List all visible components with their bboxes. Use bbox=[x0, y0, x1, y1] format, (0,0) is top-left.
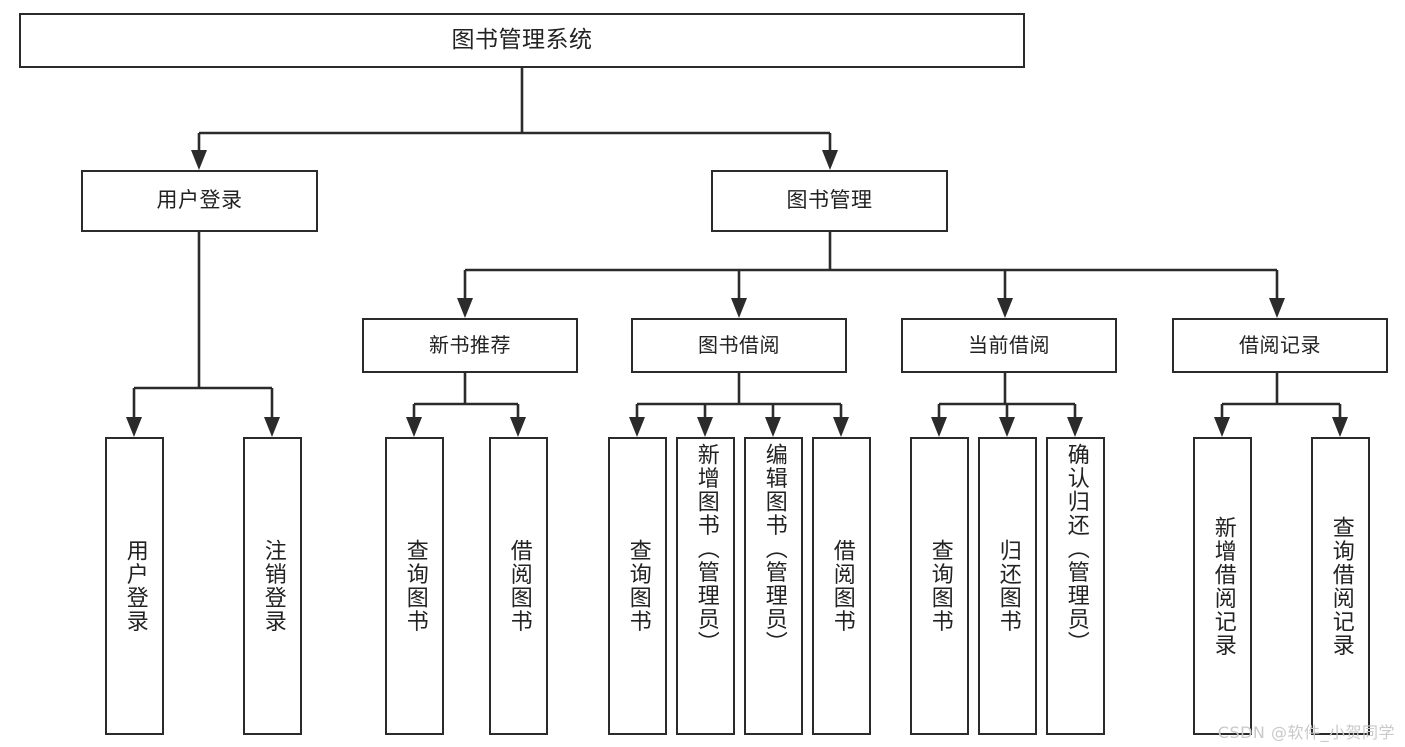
node-leaf-query-book-3[interactable]: 查询图书 bbox=[910, 437, 969, 735]
node-leaf-logout-label: 注销登录 bbox=[260, 539, 286, 633]
node-new-book-recommend-label: 新书推荐 bbox=[429, 333, 511, 358]
node-leaf-query-record-label: 查询借阅记录 bbox=[1328, 515, 1354, 657]
arrow-leaf-edit-book bbox=[765, 417, 781, 437]
node-leaf-add-book-label: 新增图书（管理员） bbox=[693, 443, 719, 655]
arrow-leaf-borrow-book-2 bbox=[833, 417, 849, 437]
node-leaf-add-record-label: 新增借阅记录 bbox=[1210, 515, 1236, 657]
arrow-leaf-return-book bbox=[999, 417, 1015, 437]
node-leaf-add-book[interactable]: 新增图书（管理员） bbox=[676, 437, 735, 735]
node-leaf-borrow-book-1[interactable]: 借阅图书 bbox=[489, 437, 548, 735]
node-leaf-confirm-return[interactable]: 确认归还（管理员） bbox=[1046, 437, 1105, 735]
arrow-book-borrow bbox=[731, 298, 747, 318]
node-book-management[interactable]: 图书管理 bbox=[711, 170, 948, 232]
node-leaf-borrow-book-1-label: 借阅图书 bbox=[506, 539, 532, 633]
csdn-watermark: CSDN @软件_小贺同学 bbox=[1217, 723, 1395, 742]
node-leaf-add-record[interactable]: 新增借阅记录 bbox=[1193, 437, 1252, 735]
arrow-to-user-login bbox=[191, 150, 207, 170]
node-new-book-recommend[interactable]: 新书推荐 bbox=[362, 318, 578, 373]
node-leaf-return-book-label: 归还图书 bbox=[995, 539, 1021, 633]
node-leaf-confirm-return-label: 确认归还（管理员） bbox=[1063, 443, 1089, 655]
arrow-current-borrow bbox=[997, 298, 1013, 318]
node-book-management-label: 图书管理 bbox=[786, 188, 873, 213]
node-book-borrow-label: 图书借阅 bbox=[698, 333, 780, 358]
node-leaf-query-book-1-label: 查询图书 bbox=[402, 539, 428, 633]
node-leaf-borrow-book-2-label: 借阅图书 bbox=[829, 539, 855, 633]
arrow-leaf-query-book-3 bbox=[931, 417, 947, 437]
node-leaf-user-login[interactable]: 用户登录 bbox=[105, 437, 164, 735]
arrow-leaf-query-book-2 bbox=[629, 417, 645, 437]
arrow-leaf-query-record bbox=[1332, 417, 1348, 437]
node-leaf-edit-book[interactable]: 编辑图书（管理员） bbox=[744, 437, 803, 735]
arrow-borrow-record bbox=[1269, 298, 1285, 318]
node-leaf-edit-book-label: 编辑图书（管理员） bbox=[761, 443, 787, 655]
node-current-borrow-label: 当前借阅 bbox=[968, 333, 1050, 358]
arrow-new-book-recommend bbox=[457, 298, 473, 318]
arrow-to-book-management bbox=[822, 150, 838, 170]
node-leaf-borrow-book-2[interactable]: 借阅图书 bbox=[812, 437, 871, 735]
arrow-leaf-logout bbox=[264, 417, 280, 437]
node-borrow-record-label: 借阅记录 bbox=[1239, 333, 1321, 358]
node-leaf-logout[interactable]: 注销登录 bbox=[243, 437, 302, 735]
node-borrow-record[interactable]: 借阅记录 bbox=[1172, 318, 1388, 373]
arrow-leaf-add-record bbox=[1214, 417, 1230, 437]
arrow-leaf-borrow-book-1 bbox=[510, 417, 526, 437]
node-book-borrow[interactable]: 图书借阅 bbox=[631, 318, 847, 373]
node-current-borrow[interactable]: 当前借阅 bbox=[901, 318, 1117, 373]
node-user-login-label: 用户登录 bbox=[156, 188, 243, 213]
node-root-label: 图书管理系统 bbox=[451, 26, 593, 53]
node-user-login[interactable]: 用户登录 bbox=[81, 170, 318, 232]
node-leaf-return-book[interactable]: 归还图书 bbox=[978, 437, 1037, 735]
arrow-leaf-user-login bbox=[126, 417, 142, 437]
arrow-leaf-confirm-return bbox=[1067, 417, 1083, 437]
node-leaf-query-book-2[interactable]: 查询图书 bbox=[608, 437, 667, 735]
node-leaf-query-book-1[interactable]: 查询图书 bbox=[385, 437, 444, 735]
arrow-leaf-query-book-1 bbox=[406, 417, 422, 437]
node-leaf-query-record[interactable]: 查询借阅记录 bbox=[1311, 437, 1370, 735]
node-leaf-user-login-label: 用户登录 bbox=[122, 539, 148, 633]
node-leaf-query-book-3-label: 查询图书 bbox=[927, 539, 953, 633]
node-root[interactable]: 图书管理系统 bbox=[19, 13, 1025, 68]
node-leaf-query-book-2-label: 查询图书 bbox=[625, 539, 651, 633]
arrow-leaf-add-book bbox=[697, 417, 713, 437]
